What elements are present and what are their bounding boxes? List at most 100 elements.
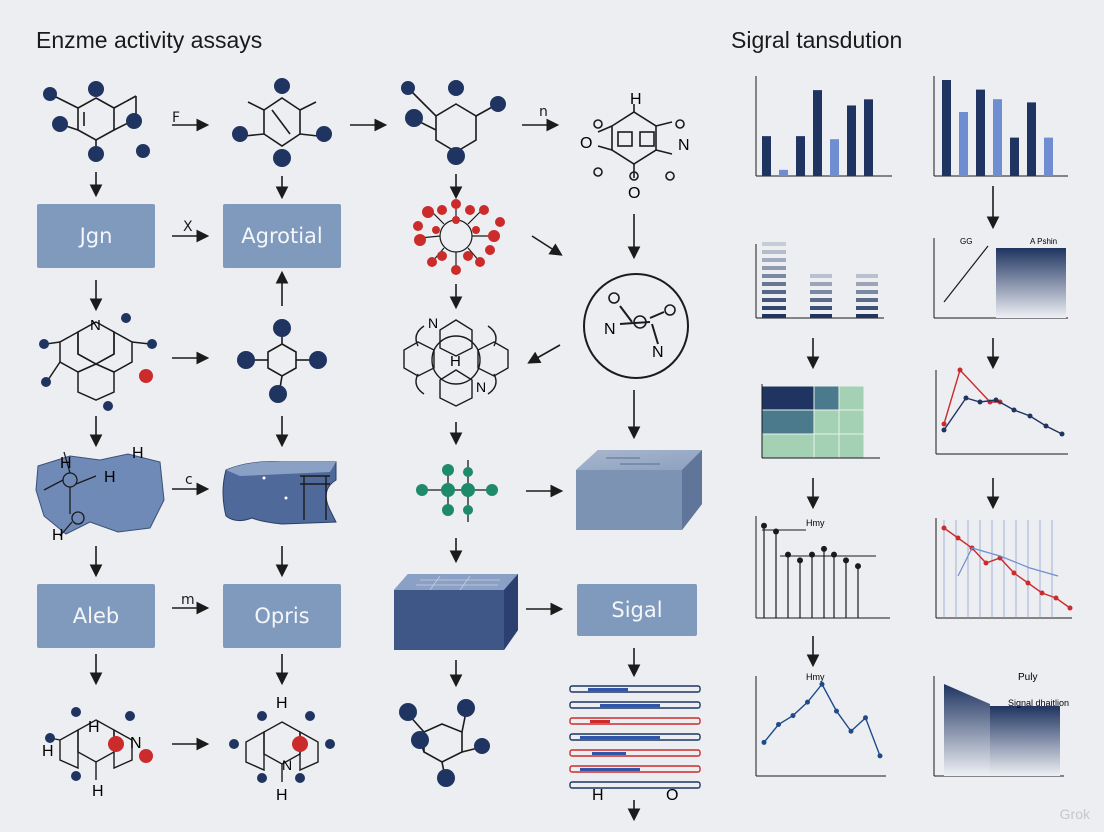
chart-4-label-b: A Pshin xyxy=(1030,237,1057,246)
chart-6-red-pt-3 xyxy=(997,399,1003,405)
chart-6-blue-pt-5 xyxy=(1027,413,1033,419)
box-opris: Opris xyxy=(223,584,341,648)
molecule-8 xyxy=(49,719,133,780)
chart-6-red-pt-0 xyxy=(941,421,947,427)
chart-3-band-1-3 xyxy=(810,290,832,294)
chart-1-bar-1 xyxy=(779,169,788,176)
chart-5-cell-2-0 xyxy=(761,433,815,459)
chart-2-bar-3 xyxy=(993,99,1002,176)
chart-9-line xyxy=(763,682,881,757)
chart-3-band-2-0 xyxy=(856,314,878,318)
chart-7-pt-4 xyxy=(809,551,815,558)
molecule-6-atoms xyxy=(237,319,327,403)
chart-5-cell-2-2 xyxy=(838,433,865,459)
block-right xyxy=(576,450,702,530)
atom-n-6: N xyxy=(476,379,486,395)
box-sigal: Sigal xyxy=(577,584,697,636)
chart-6-blue-pt-1 xyxy=(963,395,969,401)
atom-h-7: H xyxy=(88,719,100,736)
chart-9-pt-6 xyxy=(848,728,854,734)
circle-no xyxy=(583,273,689,379)
chart-1-bar-6 xyxy=(864,99,873,176)
atom-o-3: O xyxy=(666,787,678,804)
chart-1-bar-2 xyxy=(796,136,805,176)
atom-o-2: O xyxy=(628,185,640,202)
chart-10-label: Puly xyxy=(1018,672,1037,683)
atom-n-1: N xyxy=(678,137,690,154)
chart-3-band-2-1 xyxy=(856,306,878,310)
chart-6-blue-pt-3 xyxy=(993,397,999,403)
chart-5-heatmap xyxy=(761,384,880,459)
chart-5-cell-1-2 xyxy=(838,409,865,435)
molecule-9 xyxy=(245,721,319,782)
molecule-4 xyxy=(593,104,685,181)
chart-7-pt-0 xyxy=(761,522,767,529)
arrow-label-f: F xyxy=(172,110,181,126)
molecule-8-atoms xyxy=(45,707,153,781)
atom-h-3: H xyxy=(60,455,72,472)
chart-3-band-1-2 xyxy=(810,298,832,302)
atom-h-6: H xyxy=(52,527,64,544)
chart-6-blue-pt-0 xyxy=(941,427,947,433)
molecule-6 xyxy=(254,334,310,389)
chart-6-blue-pt-4 xyxy=(1011,407,1017,413)
arrow-label-n: n xyxy=(539,104,548,120)
chart-3-band-0-3 xyxy=(762,290,786,294)
chart-4-line xyxy=(943,245,989,303)
atom-h-5: H xyxy=(104,469,116,486)
arrow-label-m: m xyxy=(181,592,195,608)
chart-10-area-b xyxy=(990,706,1060,776)
chart-3-band-1-0 xyxy=(810,314,832,318)
chart-9-pt-1 xyxy=(776,722,781,728)
chart-8-red-pt-5 xyxy=(1011,570,1017,576)
chart-2-bar-5 xyxy=(1027,102,1036,176)
chart-2-bar-2 xyxy=(976,89,985,176)
band-block xyxy=(569,685,701,789)
chart-9-pt-5 xyxy=(834,708,839,714)
chart-8-red-pt-6 xyxy=(1025,580,1031,586)
chart-5-cell-2-1 xyxy=(813,433,840,459)
chart-8-red-pt-2 xyxy=(969,545,975,551)
chart-8 xyxy=(935,518,1073,619)
chart-9-pt-2 xyxy=(790,713,796,719)
chart-5-cell-1-0 xyxy=(761,409,815,435)
chart-2-bar-1 xyxy=(959,112,968,176)
chart-8-red-pt-8 xyxy=(1053,595,1059,601)
chart-6-red-pt-1 xyxy=(957,367,963,373)
chart-3-band-1-1 xyxy=(810,306,832,310)
chart-2-bar-6 xyxy=(1044,137,1053,176)
chart-3-band-0-7 xyxy=(762,258,786,262)
chart-1-bar-3 xyxy=(813,90,822,176)
chart-7-pt-7 xyxy=(843,557,849,564)
chart-8-series-blue xyxy=(957,547,1059,577)
chart-7-label: Hmy xyxy=(806,518,825,528)
chart-8-red-pt-3 xyxy=(983,560,989,566)
atom-n-4: N xyxy=(90,317,101,334)
molecule-3 xyxy=(411,91,495,156)
chart-8-red-pt-9 xyxy=(1067,605,1073,611)
chart-5-cell-0-0 xyxy=(761,385,815,411)
atom-h-12: H xyxy=(592,787,604,804)
molecule-10 xyxy=(407,711,479,773)
atom-h-1: H xyxy=(630,91,642,108)
atom-h-4: H xyxy=(132,445,144,462)
chart-5-cell-1-1 xyxy=(813,409,840,435)
chart-8-series-red xyxy=(943,527,1071,609)
chart-6-blue-pt-2 xyxy=(977,399,983,405)
chart-7-pt-5 xyxy=(821,545,827,552)
chart-10 xyxy=(933,676,1064,777)
red-cluster-atoms xyxy=(413,199,505,275)
chart-7-pt-1 xyxy=(773,528,779,535)
atom-n-3: N xyxy=(652,344,664,361)
chart-6-blue-pt-7 xyxy=(1059,431,1065,437)
chart-3-band-0-1 xyxy=(762,306,786,310)
chart-3-band-0-6 xyxy=(762,266,786,270)
left-title: Enzme activity assays xyxy=(36,27,263,53)
chart-3-band-0-5 xyxy=(762,274,786,278)
chart-1-bar-5 xyxy=(847,105,856,176)
chart-3 xyxy=(755,242,884,319)
atom-n-2: N xyxy=(604,321,616,338)
arrow-diag2 xyxy=(527,344,561,364)
chart-3-band-0-2 xyxy=(762,298,786,302)
chart-3-band-2-5 xyxy=(856,274,878,278)
